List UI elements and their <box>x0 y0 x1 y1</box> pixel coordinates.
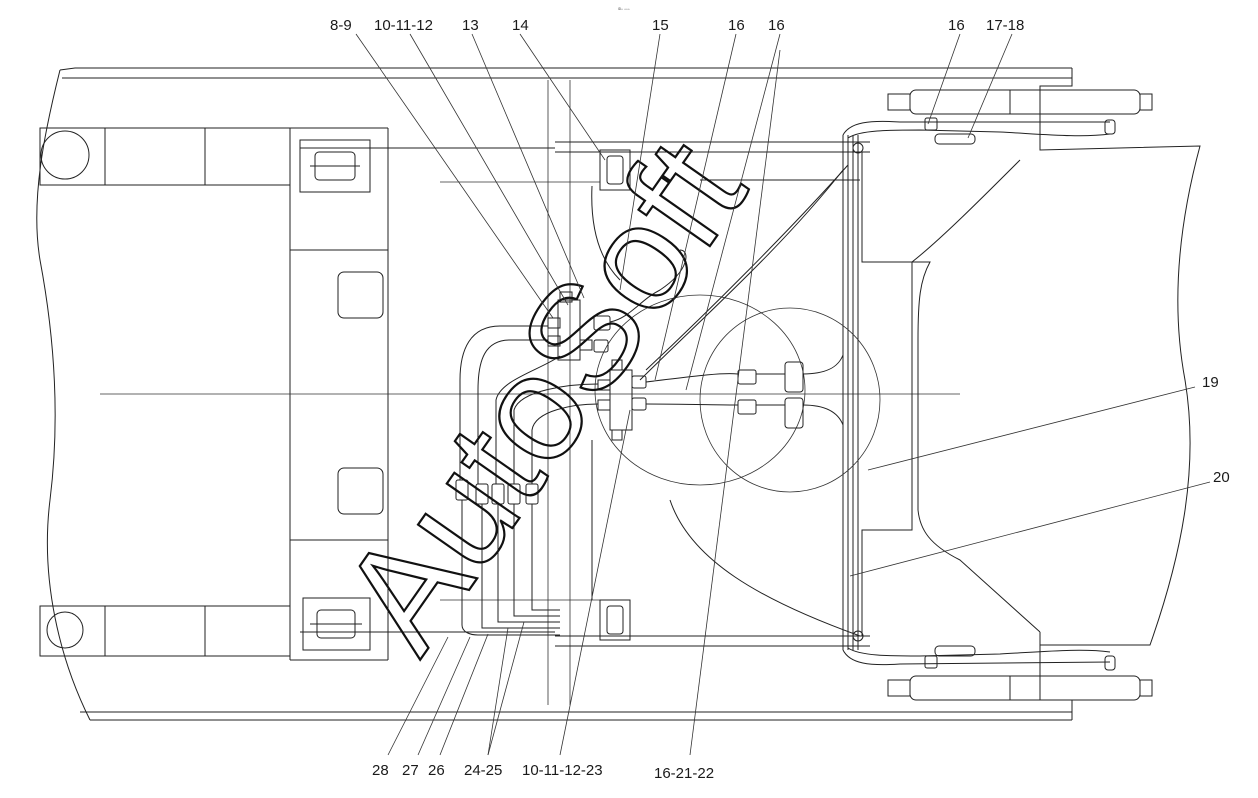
watermark-text: AutoSoft <box>309 111 777 679</box>
callout-27: 27 <box>402 762 419 779</box>
callout-8-9: 8-9 <box>330 17 352 34</box>
callout-19: 19 <box>1202 374 1219 391</box>
callout-15: 15 <box>652 17 669 34</box>
callout-13: 13 <box>462 17 479 34</box>
watermark: AutoSoft <box>307 110 777 680</box>
callout-14: 14 <box>512 17 529 34</box>
mount-top-left <box>299 139 371 193</box>
callouts-top: 8-9 10-11-12 13 14 15 16 16 16 17-18 <box>330 17 1024 34</box>
valve-block-upper <box>547 291 611 361</box>
callout-26: 26 <box>428 762 445 779</box>
callout-16-21-22: 16-21-22 <box>654 765 714 782</box>
leader-lines <box>355 33 1211 756</box>
mount-top-center <box>599 149 631 191</box>
chassis-frame <box>36 67 1072 721</box>
callout-28: 28 <box>372 762 389 779</box>
top-mark: ᴵᴰ▫ ▫▫▫ <box>618 7 630 13</box>
mount-bottom-center <box>599 599 631 641</box>
mount-bottom-left <box>302 597 371 651</box>
wheel-outlines <box>594 294 881 493</box>
rear-vertical-pipes <box>842 117 1116 671</box>
cylinder-top <box>887 89 1153 115</box>
callout-16-b: 16 <box>768 17 785 34</box>
callout-20: 20 <box>1213 469 1230 486</box>
callout-16-c: 16 <box>948 17 965 34</box>
hose-routing <box>459 164 849 636</box>
callout-17-18: 17-18 <box>986 17 1024 34</box>
callout-10-11-12-23: 10-11-12-23 <box>522 762 603 779</box>
cylinder-bottom <box>887 675 1153 701</box>
callout-16-a: 16 <box>728 17 745 34</box>
callouts-right: 19 20 <box>1202 374 1230 486</box>
callout-10-11-12-top: 10-11-12 <box>374 17 433 34</box>
callouts-bottom: 28 27 26 24-25 10-11-12-23 16-21-22 <box>372 762 714 782</box>
callout-24-25: 24-25 <box>464 762 502 779</box>
